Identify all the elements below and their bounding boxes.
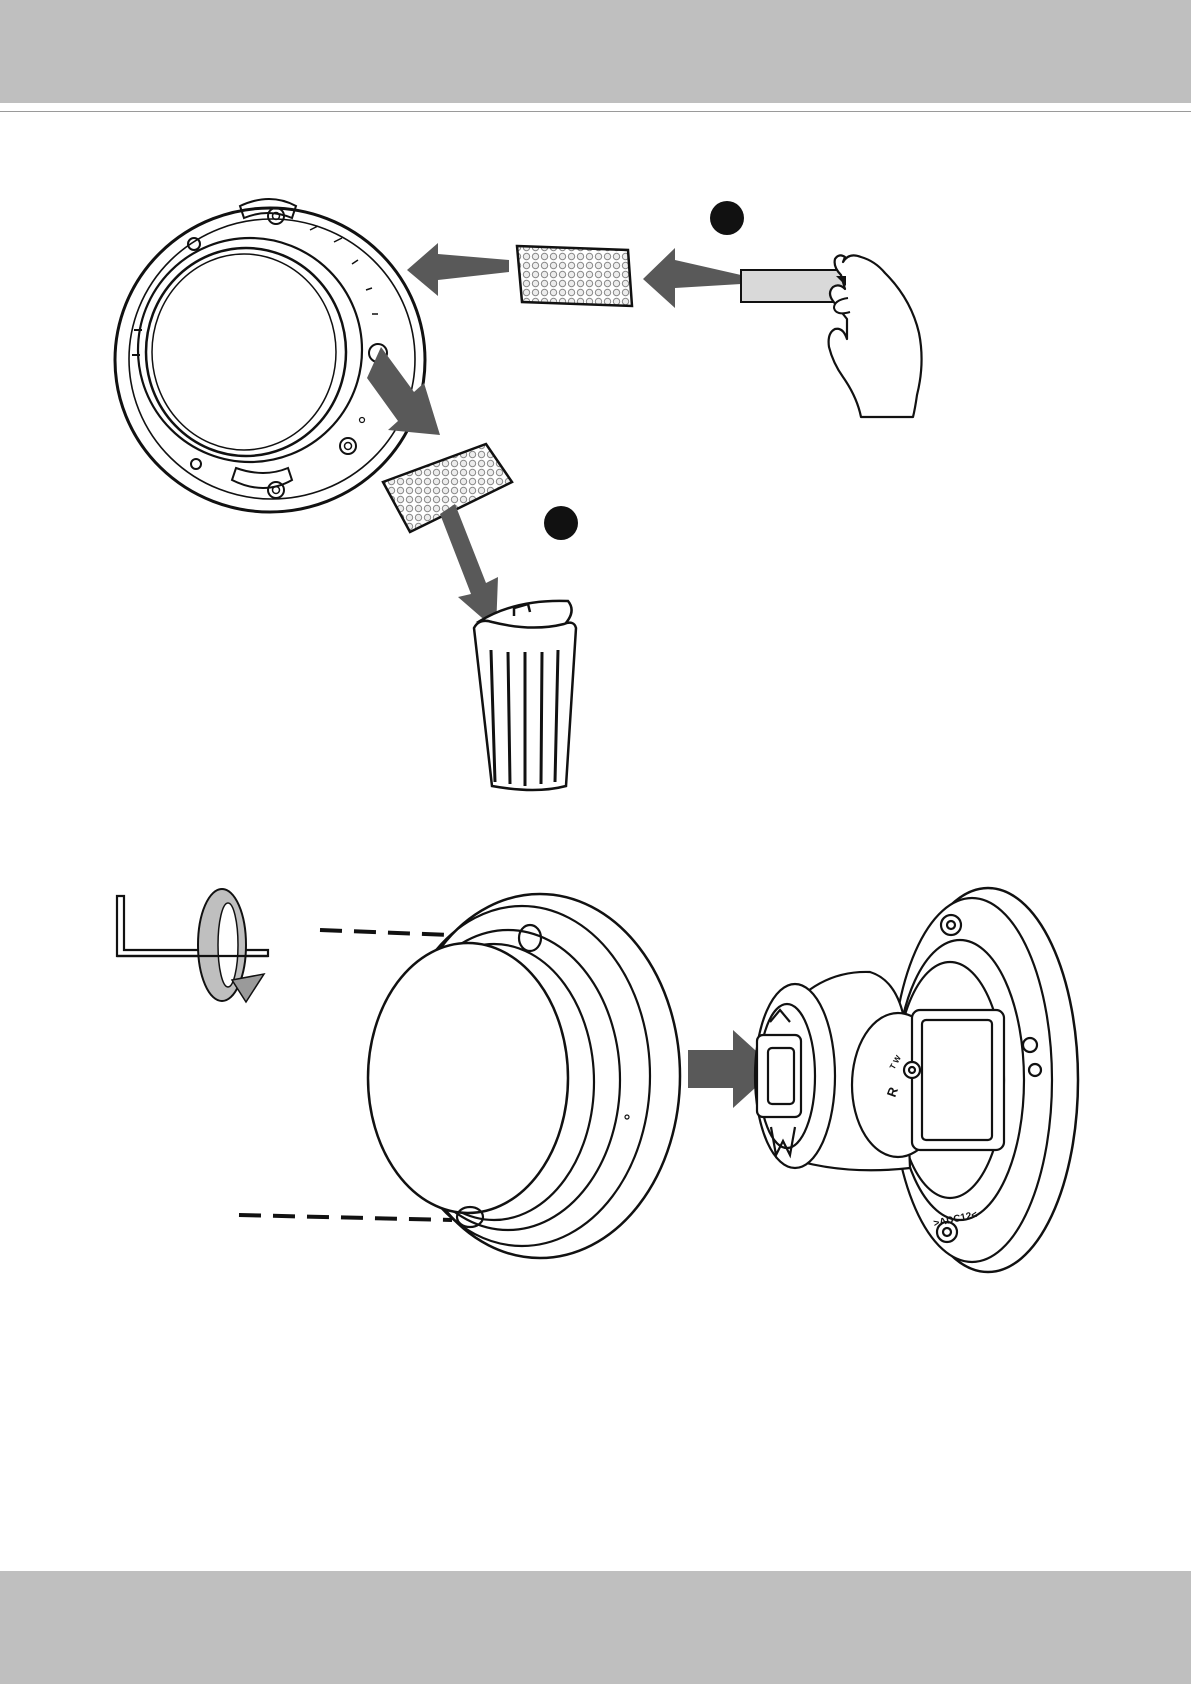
insert-arrow-2 — [643, 248, 741, 308]
insert-arrow-1 — [407, 243, 509, 296]
dome-cover — [368, 894, 680, 1258]
header-band — [0, 0, 1191, 103]
screw-leader-bottom — [239, 1215, 452, 1220]
rotate-clockwise-icon — [198, 889, 264, 1002]
header-rule — [0, 111, 1191, 112]
footer-band — [0, 1571, 1191, 1684]
remove-arrow-1 — [367, 347, 440, 435]
discard-arrow — [440, 504, 498, 630]
step-marker-2 — [544, 506, 578, 540]
desiccant-replacement-diagram — [0, 180, 1191, 800]
new-desiccant-pack — [517, 246, 632, 306]
step-marker-1 — [710, 201, 744, 235]
trash-can-icon — [474, 601, 576, 790]
dome-attach-diagram: R T W >ADC12< — [0, 880, 1191, 1280]
